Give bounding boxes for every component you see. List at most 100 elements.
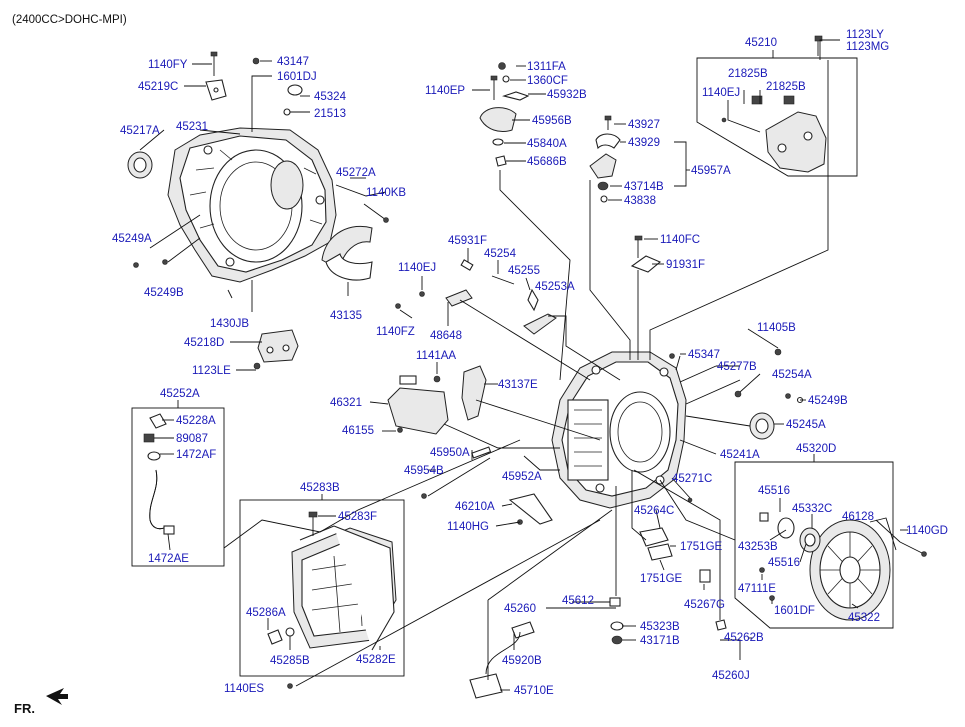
label-45245a: 45245A xyxy=(786,419,826,431)
label-1360cf: 1360CF xyxy=(527,75,568,87)
label-45260j: 45260J xyxy=(712,670,750,682)
label-1472ae: 1472AE xyxy=(148,553,189,565)
label-43147: 43147 xyxy=(277,56,309,68)
label-45320d: 45320D xyxy=(796,443,836,455)
label-1140fz: 1140FZ xyxy=(376,326,415,338)
label-47111e: 47111E xyxy=(738,583,776,595)
label-45324: 45324 xyxy=(314,91,347,103)
oil-cooler-fittings-drawing xyxy=(639,497,711,583)
speed-sensors-drawing xyxy=(469,597,727,699)
bracket-45210-drawing xyxy=(721,35,827,173)
front-direction-label: FR. xyxy=(14,701,35,716)
label-45254a: 45254A xyxy=(772,369,812,381)
converter-housing-drawing xyxy=(167,127,337,283)
label-1140fy: 1140FY xyxy=(148,59,188,71)
label-45241a: 45241A xyxy=(720,449,760,461)
oil-seal-45245a-drawing xyxy=(749,412,775,440)
shield-43135-drawing xyxy=(321,225,373,281)
label-45282e: 45282E xyxy=(356,654,396,666)
label-45932b: 45932B xyxy=(547,89,587,101)
label-1123ly: 1123LY xyxy=(846,29,884,41)
label-45347: 45347 xyxy=(688,349,720,361)
solenoid-45956b-drawing xyxy=(479,62,530,167)
engine-spec-header: (2400CC>DOHC-MPI) xyxy=(12,14,127,26)
label-45283b: 45283B xyxy=(300,482,340,494)
label-45260: 45260 xyxy=(504,603,536,615)
label-43137e: 43137E xyxy=(498,379,538,391)
side-cover-45320d-drawing xyxy=(759,512,927,621)
label-21825b-a: 21825B xyxy=(728,68,768,80)
label-1140gd: 1140GD xyxy=(906,525,948,537)
label-11405b: 11405B xyxy=(757,322,796,334)
label-45516-a: 45516 xyxy=(758,485,790,497)
label-45332c: 45332C xyxy=(792,503,832,515)
label-45323b: 45323B xyxy=(640,621,680,633)
lever-43137e-drawing xyxy=(433,365,487,421)
label-45283f: 45283F xyxy=(338,511,377,523)
oil-pan-45283b-drawing xyxy=(267,511,397,689)
label-45957a: 45957A xyxy=(691,165,731,177)
label-45218d: 45218D xyxy=(184,337,224,349)
leader-lines xyxy=(131,39,908,691)
oil-seal-45217a-drawing xyxy=(127,151,153,179)
label-45228a: 45228A xyxy=(176,415,216,427)
label-43927: 43927 xyxy=(628,119,660,131)
label-1140hg: 1140HG xyxy=(447,521,489,533)
label-46155: 46155 xyxy=(342,425,374,437)
label-45210: 45210 xyxy=(745,37,777,49)
hose-group-45252a-drawing xyxy=(143,413,175,535)
label-43838: 43838 xyxy=(624,195,656,207)
label-45686b: 45686B xyxy=(527,156,567,168)
label-45272a: 45272A xyxy=(336,167,376,179)
label-45322: 45322 xyxy=(848,612,880,624)
label-45254: 45254 xyxy=(484,248,517,260)
label-21825b-b: 21825B xyxy=(766,81,806,93)
front-direction-indicator: FR. xyxy=(14,688,68,716)
label-46128: 46128 xyxy=(842,511,874,523)
label-1601dj: 1601DJ xyxy=(277,71,317,83)
strainer-46321-drawing xyxy=(387,375,449,435)
label-1140ej-mid: 1140EJ xyxy=(398,262,436,274)
label-45931f: 45931F xyxy=(448,235,487,247)
label-91931f: 91931F xyxy=(666,259,705,271)
label-45920b: 45920B xyxy=(502,655,542,667)
label-21513: 21513 xyxy=(314,108,346,120)
parking-pawl-drawing xyxy=(395,259,557,335)
label-89087: 89087 xyxy=(176,433,208,445)
transaxle-case-drawing xyxy=(551,351,687,509)
label-1140es: 1140ES xyxy=(224,683,264,695)
label-45271c: 45271C xyxy=(672,473,712,485)
label-46210a: 46210A xyxy=(455,501,495,513)
label-45950a: 45950A xyxy=(430,447,470,459)
label-45253a: 45253A xyxy=(535,281,575,293)
label-45516-b: 45516 xyxy=(768,557,800,569)
label-1311fa: 1311FA xyxy=(527,61,566,73)
label-1472af: 1472AF xyxy=(176,449,216,461)
label-1141aa: 1141AA xyxy=(416,350,456,362)
label-45286a: 45286A xyxy=(246,607,286,619)
label-43135: 43135 xyxy=(330,310,362,322)
part-number-labels: 45210 1123LY 1123MG 21825B 21825B 1140EJ… xyxy=(112,29,948,697)
label-1140kb: 1140KB xyxy=(366,187,406,199)
label-1140ej-top: 1140EJ xyxy=(702,87,740,99)
label-45952a: 45952A xyxy=(502,471,542,483)
label-45231: 45231 xyxy=(176,121,208,133)
label-45255: 45255 xyxy=(508,265,540,277)
label-45954b: 45954B xyxy=(404,465,444,477)
label-45219c: 45219C xyxy=(138,81,178,93)
label-46321: 46321 xyxy=(330,397,362,409)
label-45285b: 45285B xyxy=(270,655,310,667)
label-1123mg: 1123MG xyxy=(846,41,889,53)
valve-body-parts-drawing xyxy=(421,446,553,525)
label-43929: 43929 xyxy=(628,137,660,149)
label-43714b: 43714B xyxy=(624,181,664,193)
label-43253b: 43253B xyxy=(738,541,778,553)
label-1123le: 1123LE xyxy=(192,365,231,377)
label-45249b-right: 45249B xyxy=(808,395,848,407)
bracket-45219c-drawing xyxy=(205,51,227,101)
label-45264c: 45264C xyxy=(634,505,674,517)
label-45217a: 45217A xyxy=(120,125,160,137)
label-45262b: 45262B xyxy=(724,632,764,644)
label-1601df: 1601DF xyxy=(774,605,815,617)
label-45277b: 45277B xyxy=(717,361,757,373)
